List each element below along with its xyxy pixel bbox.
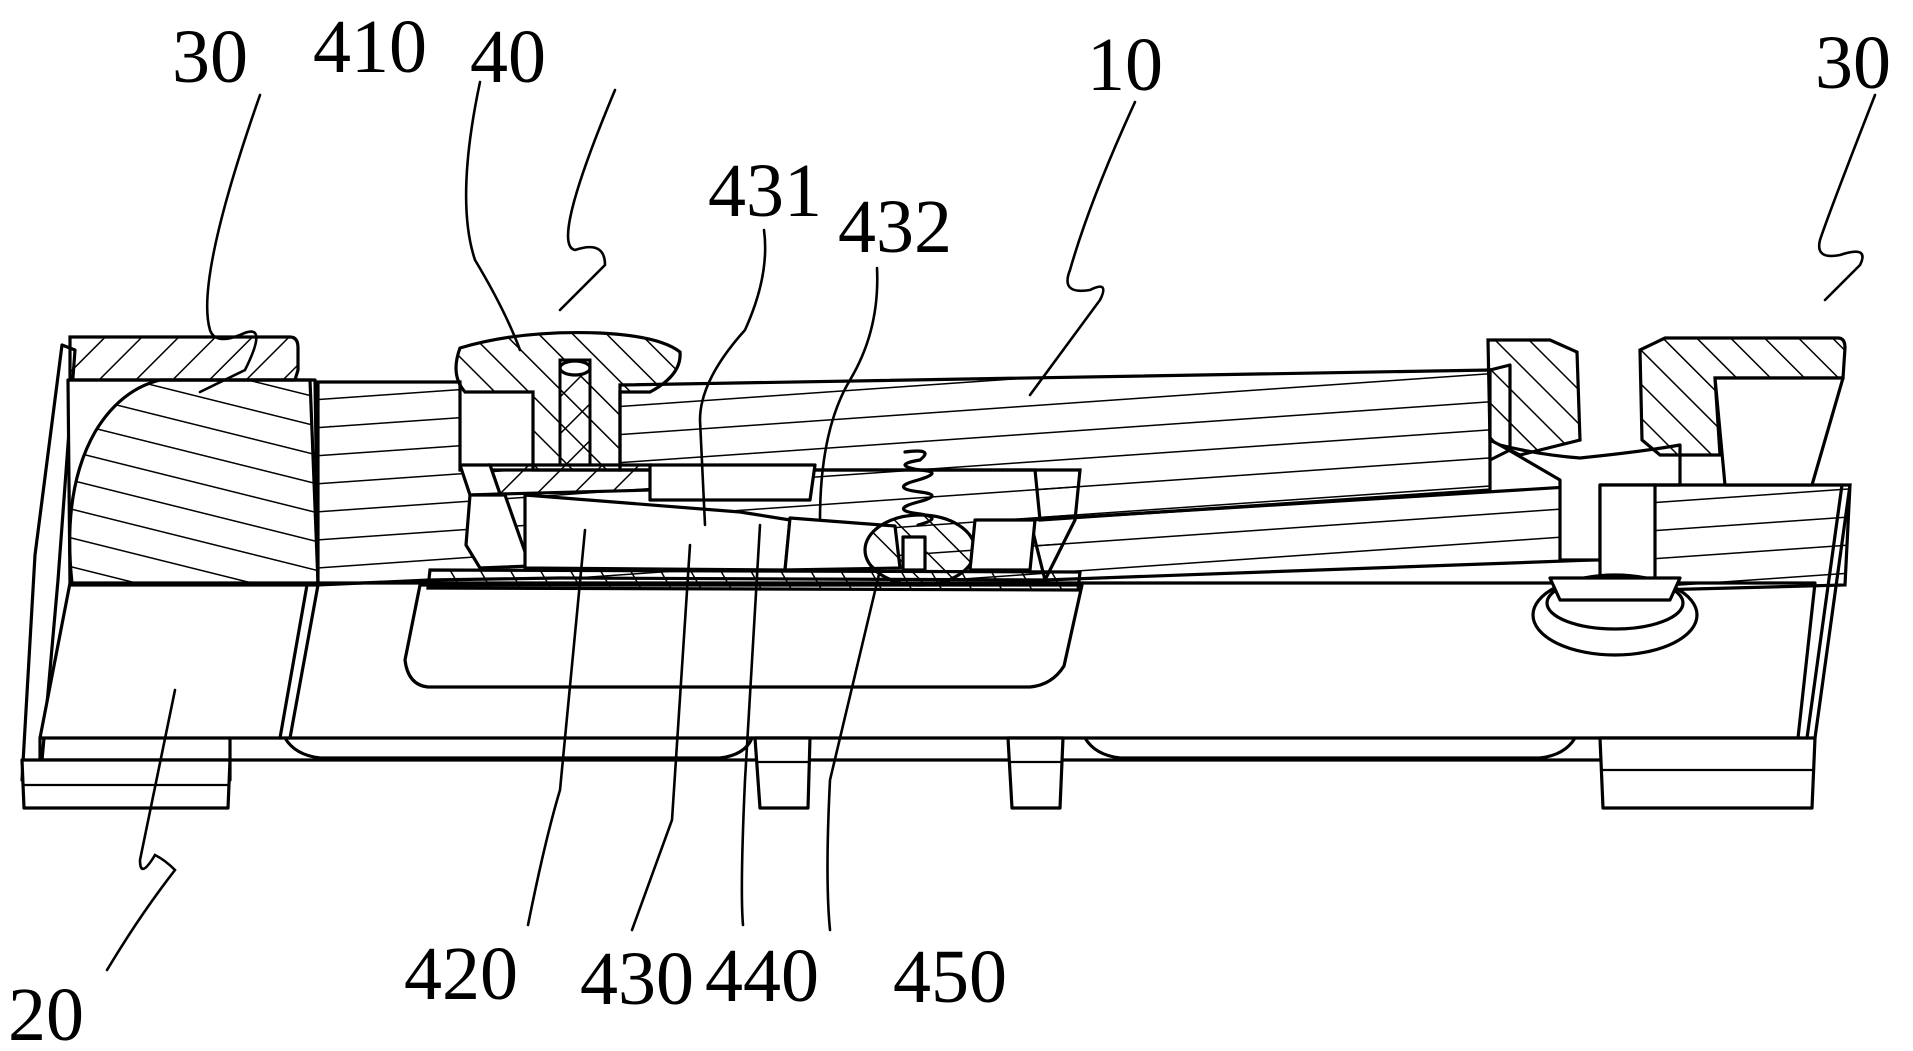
leaders [105, 80, 1877, 972]
label-40: 40 [470, 15, 546, 99]
label-10: 10 [1087, 23, 1163, 107]
left-block [66, 378, 320, 587]
label-431: 431 [708, 149, 822, 233]
floor-plate-440 [426, 568, 1082, 592]
reference-numerals: 30 410 40 10 30 431 432 20 420 430 440 4… [8, 5, 1891, 1051]
knob-40 [454, 330, 682, 497]
label-420: 420 [404, 932, 518, 1016]
foot-3 [1006, 736, 1065, 810]
foot-right [1598, 736, 1817, 810]
lever-assembly [426, 449, 1082, 592]
base-pocket [403, 583, 1084, 689]
label-450: 450 [893, 935, 1007, 1019]
right-connector [1498, 443, 1852, 657]
label-30-left: 30 [172, 15, 248, 99]
label-430: 430 [580, 937, 694, 1021]
top-cap-30-left [68, 335, 300, 382]
top-cap-30-right-a [1486, 338, 1582, 457]
label-432: 432 [838, 185, 952, 269]
foot-2 [753, 736, 812, 810]
part-420 [464, 493, 532, 570]
top-cap-30-right-b [1638, 336, 1847, 457]
label-20: 20 [8, 973, 84, 1051]
base-frame-20 [20, 343, 1852, 810]
label-440: 440 [705, 934, 819, 1018]
label-410: 410 [313, 5, 427, 89]
label-30-right: 30 [1815, 21, 1891, 105]
